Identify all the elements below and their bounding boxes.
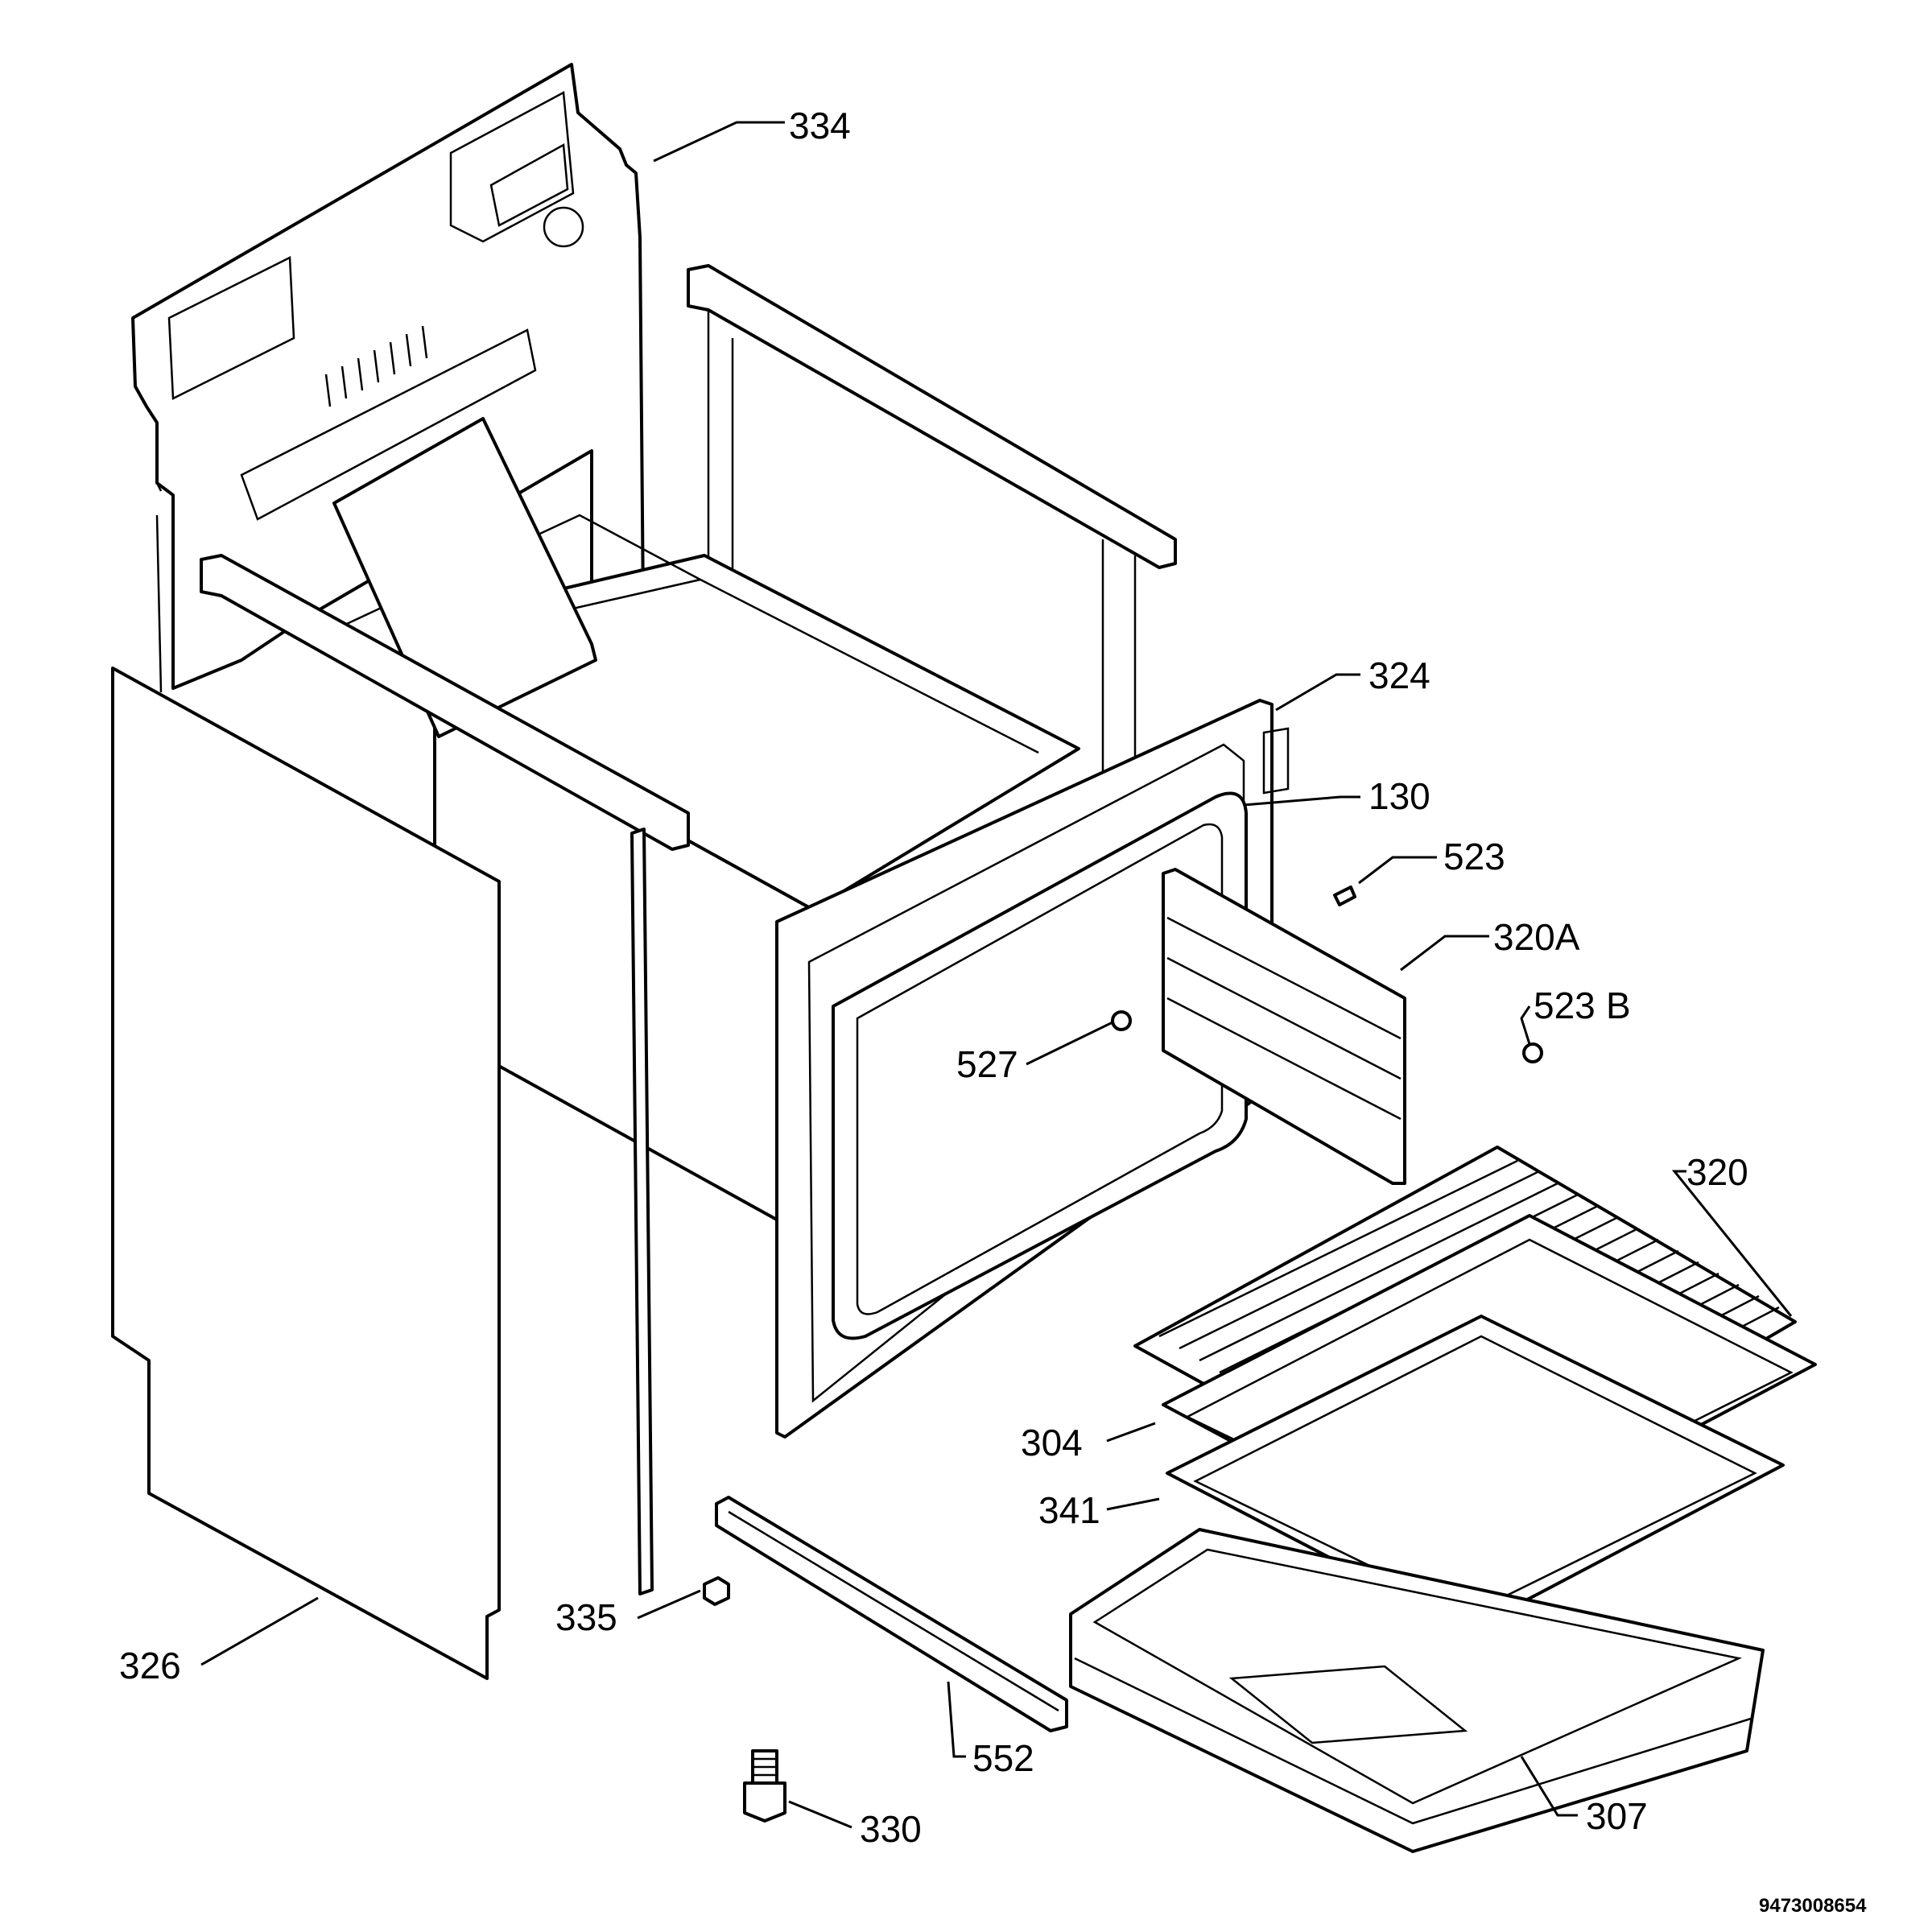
part-527-screw bbox=[1111, 1010, 1132, 1031]
label-335: 335 bbox=[555, 1596, 617, 1638]
label-527: 527 bbox=[956, 1043, 1018, 1085]
part-307-drip-pan bbox=[1069, 1528, 1765, 1853]
label-320A: 320A bbox=[1493, 916, 1580, 958]
part-330-bolt bbox=[743, 1749, 786, 1823]
drawing-code: 9473008654 bbox=[1759, 1895, 1867, 1917]
part-334-back-panel bbox=[131, 63, 646, 730]
part-320A-shelf-runner bbox=[1162, 868, 1406, 1185]
top-rear-rail bbox=[687, 264, 1177, 813]
part-523B-nut bbox=[1522, 1042, 1543, 1063]
label-304: 304 bbox=[1021, 1422, 1083, 1463]
label-334: 334 bbox=[789, 105, 851, 147]
part-523-screw bbox=[1333, 886, 1356, 906]
label-326: 326 bbox=[119, 1645, 181, 1686]
label-330: 330 bbox=[860, 1808, 922, 1850]
part-130-door-seal bbox=[832, 791, 1248, 1340]
leader-lines bbox=[200, 121, 1793, 1829]
part-335-nut bbox=[703, 1576, 730, 1606]
label-523B-letter: B bbox=[1606, 985, 1631, 1026]
label-523B-number: 523 bbox=[1534, 985, 1596, 1026]
label-324: 324 bbox=[1368, 654, 1430, 696]
part-326-side-panel bbox=[111, 667, 501, 1680]
front-top-rail bbox=[200, 554, 690, 1596]
label-341: 341 bbox=[1038, 1489, 1100, 1531]
label-307: 307 bbox=[1586, 1795, 1648, 1837]
label-523: 523 bbox=[1443, 836, 1505, 877]
label-130: 130 bbox=[1368, 775, 1430, 817]
part-552-rod bbox=[715, 1496, 1068, 1732]
label-320: 320 bbox=[1686, 1151, 1748, 1193]
label-552: 552 bbox=[972, 1737, 1034, 1779]
